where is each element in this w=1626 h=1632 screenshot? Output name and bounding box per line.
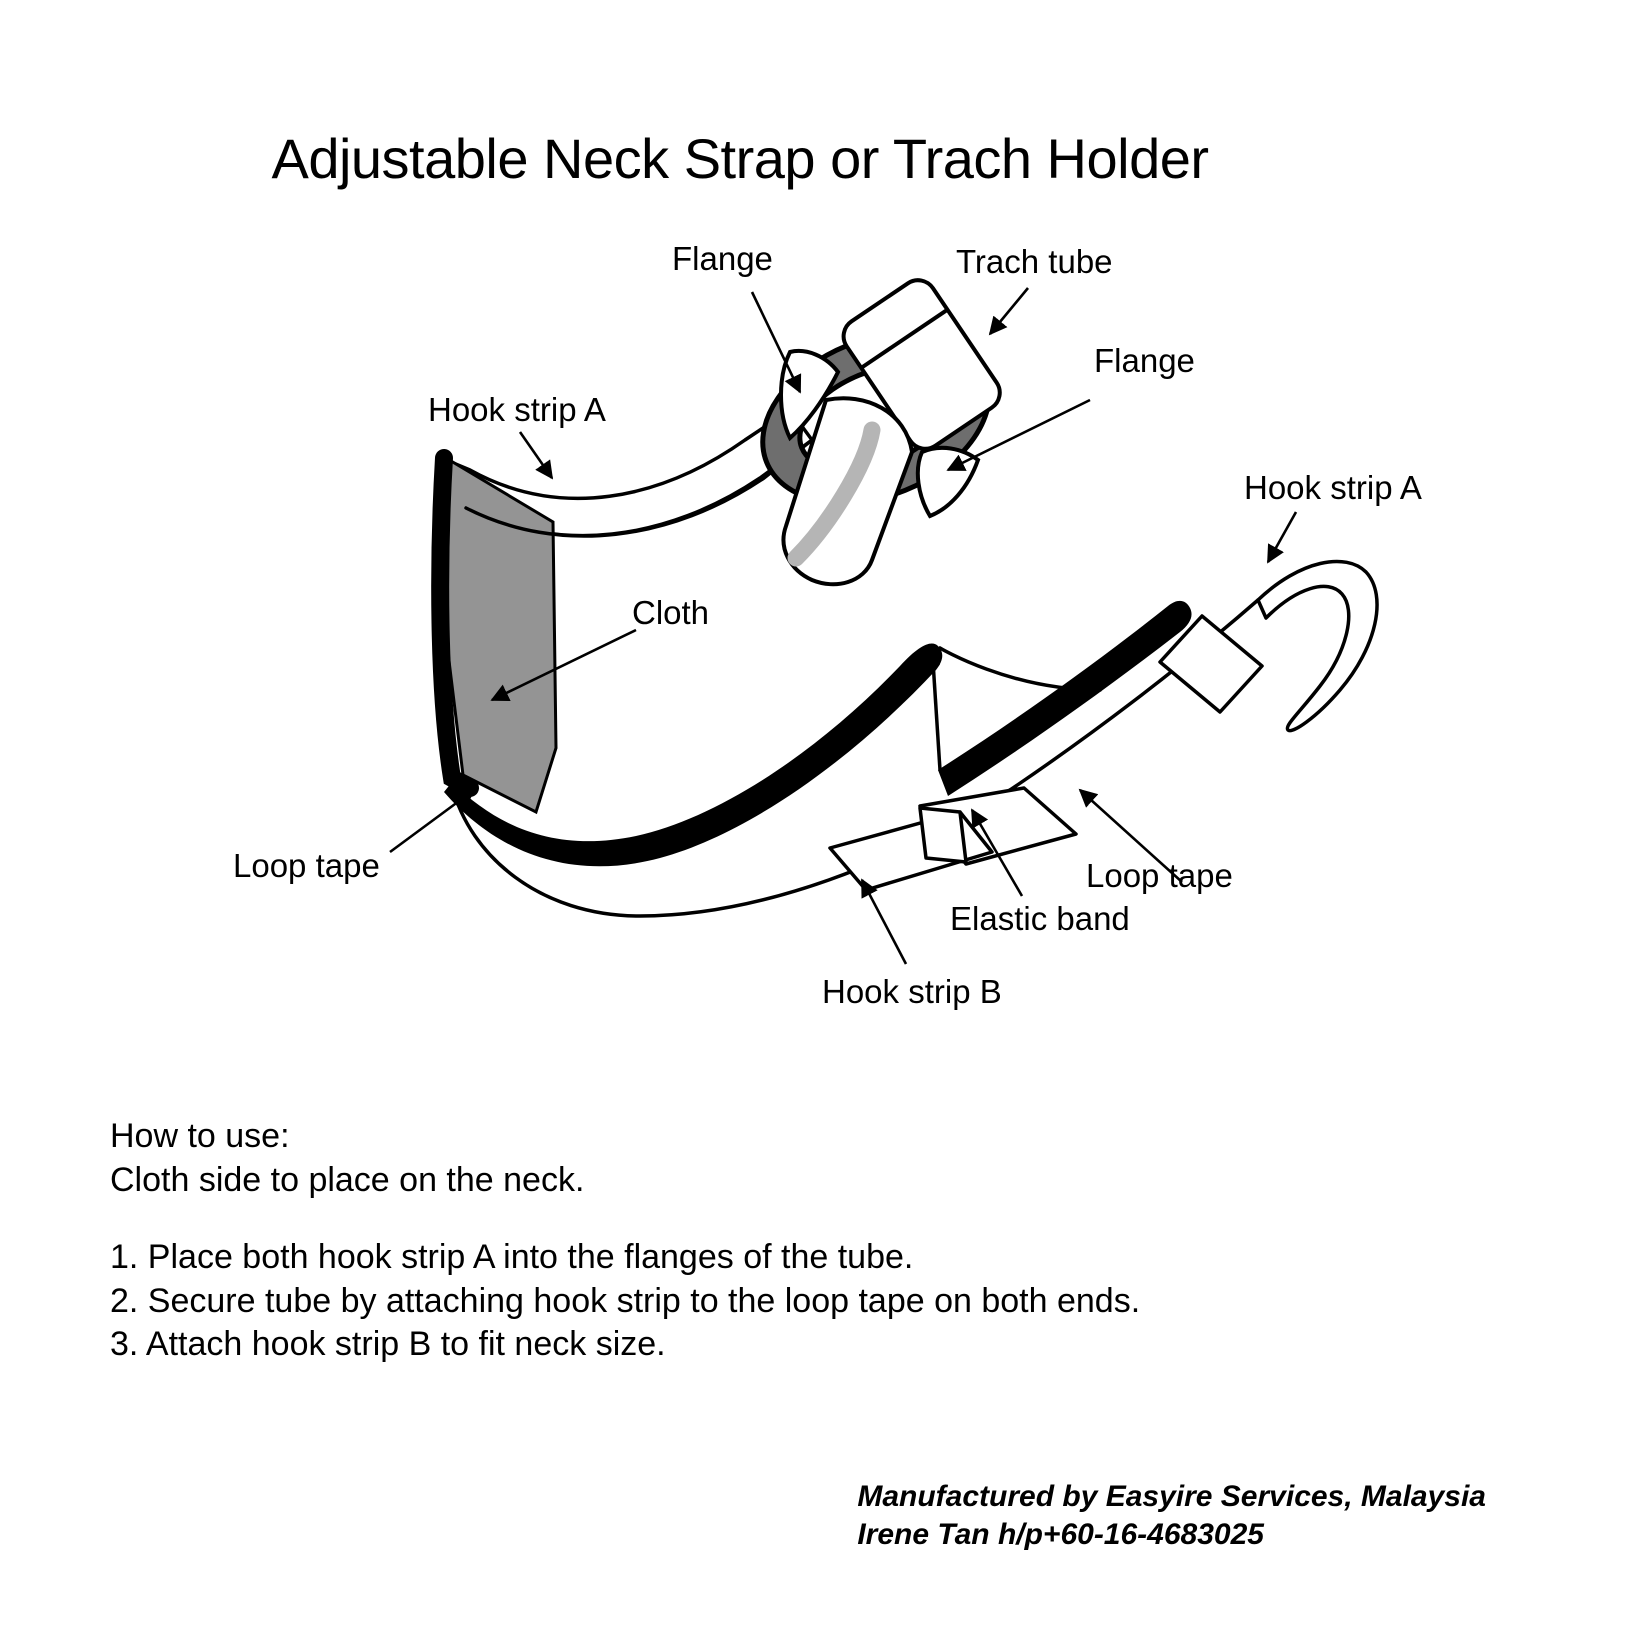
patch-bridge bbox=[918, 806, 968, 864]
leader-trach-tube bbox=[988, 287, 1030, 336]
footer-line-manufacturer: Manufactured by Easyire Services, Malays… bbox=[857, 1480, 1486, 1513]
leader-lines bbox=[389, 287, 1298, 965]
instructions-block: How to use: Cloth side to place on the n… bbox=[110, 1115, 1140, 1367]
leader-hook-a-left bbox=[518, 431, 554, 480]
instructions-heading: How to use: bbox=[110, 1117, 290, 1155]
leader-elastic bbox=[970, 808, 1024, 897]
label-hook-strip-a-right: Hook strip A bbox=[1244, 469, 1422, 506]
cloth-black-edge bbox=[431, 449, 479, 797]
hook-strip-a-patch-right bbox=[1158, 614, 1264, 714]
manufacturer-footer: Manufactured by Easyire Services, Malays… bbox=[857, 1478, 1486, 1555]
leader-cloth bbox=[490, 628, 637, 702]
instruction-step-3: 3. Attach hook strip B to fit neck size. bbox=[110, 1325, 666, 1364]
label-hook-strip-b: Hook strip B bbox=[822, 973, 1002, 1010]
flange-slot-left bbox=[779, 349, 841, 442]
tube-shaft-highlight bbox=[787, 421, 881, 567]
trach-tube-assembly bbox=[760, 278, 1002, 587]
label-elastic-band: Elastic band bbox=[950, 900, 1130, 937]
tube-connector bbox=[841, 278, 1002, 451]
label-hook-strip-a-left: Hook strip A bbox=[428, 391, 606, 428]
footer-line-contact: Irene Tan h/p+60-16-4683025 bbox=[857, 1518, 1264, 1552]
instruction-step-2: 2. Secure tube by attaching hook strip t… bbox=[110, 1281, 1141, 1320]
hook-elastic-patches bbox=[828, 786, 1078, 892]
leader-loop-right bbox=[1078, 788, 1183, 883]
leader-loop-left bbox=[389, 788, 476, 854]
strap-top-black-edge bbox=[444, 643, 943, 867]
label-flange-left: Flange bbox=[672, 240, 773, 277]
page-title: Adjustable Neck Strap or Trach Holder bbox=[271, 127, 1209, 190]
label-loop-tape-left: Loop tape bbox=[233, 847, 380, 884]
leader-flange-left bbox=[750, 291, 802, 394]
flange-slot-right bbox=[915, 445, 981, 519]
label-flange-right: Flange bbox=[1094, 342, 1195, 379]
label-trach-tube: Trach tube bbox=[956, 243, 1113, 280]
instructions-spacer bbox=[110, 1202, 1140, 1236]
leader-flange-right bbox=[946, 398, 1091, 472]
strap-right-black-edge bbox=[938, 600, 1192, 796]
instruction-step-1: 1. Place both hook strip A into the flan… bbox=[110, 1238, 914, 1277]
strap-tail-loop bbox=[1256, 559, 1379, 733]
label-loop-tape-right: Loop tape bbox=[1086, 857, 1233, 894]
instructions-subheading: Cloth side to place on the neck. bbox=[110, 1160, 585, 1199]
leader-hook-a-right bbox=[1266, 511, 1298, 564]
leader-hook-b bbox=[860, 878, 908, 965]
label-cloth: Cloth bbox=[632, 594, 710, 631]
